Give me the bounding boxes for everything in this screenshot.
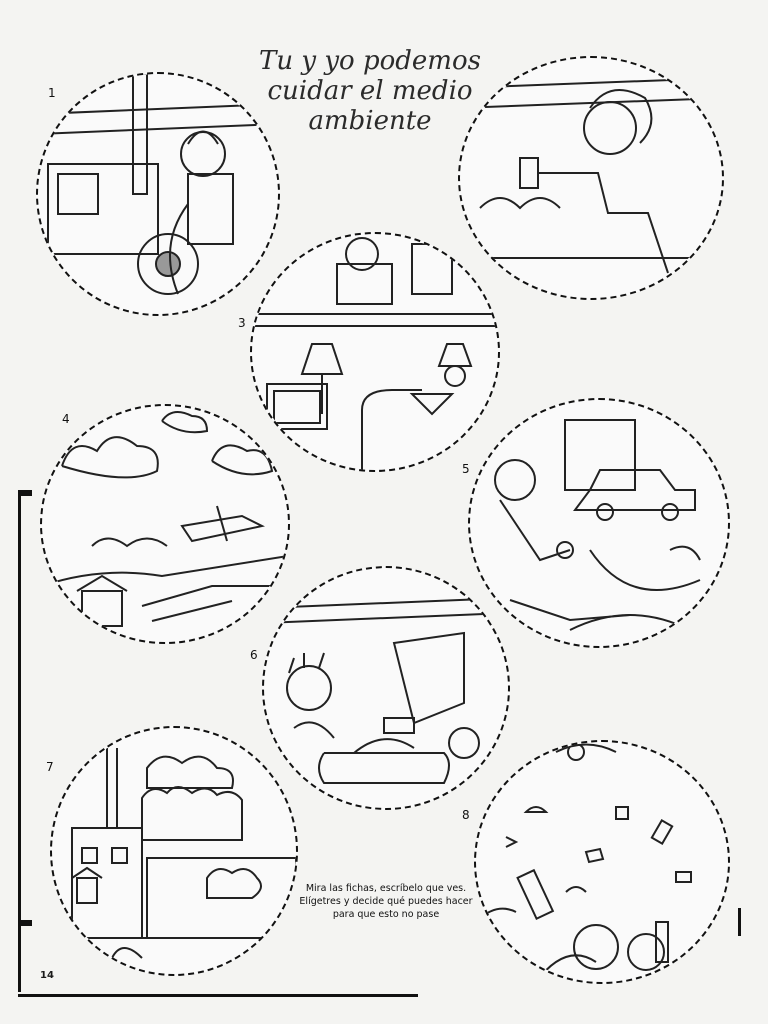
- title-line-3: ambiente: [308, 106, 432, 136]
- illustration-card-3: [250, 232, 500, 472]
- title-line-1: Tu y yo podemos: [259, 46, 481, 76]
- card-number-5: 5: [462, 462, 470, 476]
- factory-illustration: [52, 748, 296, 959]
- title-line-2: cuidar el medio: [267, 76, 473, 106]
- page-border-left: [18, 492, 21, 992]
- card-number-1: 1: [48, 86, 56, 100]
- card-number-7: 7: [46, 760, 54, 774]
- card-number-6: 6: [250, 648, 258, 662]
- car-exhaust-illustration: [494, 419, 701, 631]
- appliances-illustration: [252, 237, 498, 470]
- card-number-3: 3: [238, 316, 246, 330]
- illustration-card-1: [36, 72, 280, 316]
- border-tick: [738, 908, 741, 936]
- border-tick: [18, 920, 32, 926]
- border-tick: [18, 490, 32, 496]
- illustration-card-7: [50, 726, 298, 976]
- sink-water-illustration: [264, 597, 508, 784]
- illustration-card-6: [262, 566, 510, 810]
- spray-can-illustration: [460, 77, 722, 274]
- card-number-8: 8: [462, 808, 470, 822]
- car-wash-illustration: [38, 74, 278, 295]
- page-border-bottom: [18, 994, 418, 997]
- illustration-card-5: [468, 398, 730, 648]
- airplane-illustration: [42, 411, 288, 627]
- page-title: Tu y yo podemos cuidar el medio ambiente: [240, 46, 500, 136]
- page-number: 14: [40, 970, 54, 981]
- illustration-card-2: [458, 56, 724, 300]
- illustration-card-4: [40, 404, 290, 644]
- litter-illustration: [476, 743, 692, 982]
- instructions-text: Mira las fichas, escríbelo que ves. Elíg…: [299, 883, 473, 920]
- illustration-card-8: [474, 740, 730, 984]
- card-number-4: 4: [62, 412, 70, 426]
